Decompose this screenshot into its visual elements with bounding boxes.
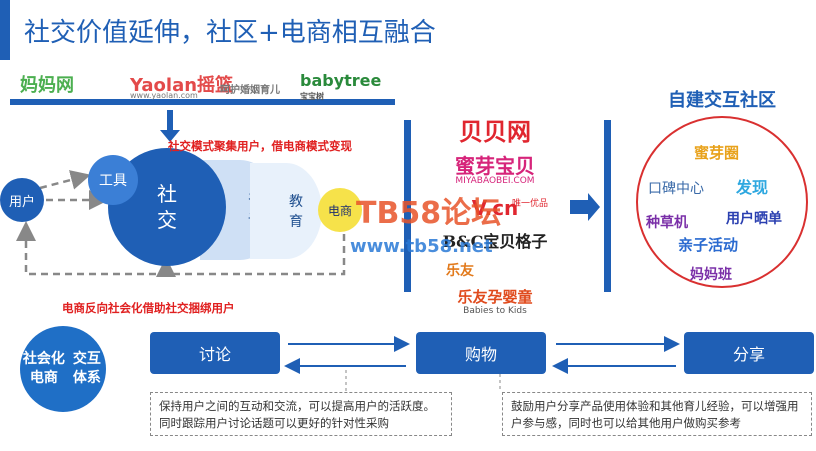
brand-vcn-sub: 唯一优品 <box>511 199 548 209</box>
title-accent-bar <box>0 0 10 60</box>
brand-leyou-sub: Babies to Kids <box>463 306 527 316</box>
social-ecom-system-circle: 社会化电商 交互体系 <box>20 326 106 412</box>
brand-bc: B&C宝贝格子 <box>442 232 548 251</box>
community-item-mom-class: 妈妈班 <box>690 267 732 283</box>
logo-yaolan-script: 呵护婚姻育儿 <box>220 85 280 96</box>
tool-node: 工具 <box>88 155 138 205</box>
divider-bar-left <box>404 120 411 292</box>
brand-leyou-name: 乐友孕婴童 <box>457 288 533 306</box>
community-item-grass: 种草机 <box>646 215 688 231</box>
community-item-miya-circle: 蜜芽圈 <box>694 144 740 162</box>
education-stage: 教 育 <box>250 163 322 259</box>
community-item-reputation: 口碑中心 <box>648 181 704 197</box>
brand-leyou-badge: 乐友 <box>446 263 474 279</box>
page-title: 社交价值延伸，社区+电商相互融合 <box>24 18 436 48</box>
own-community-title: 自建交互社区 <box>668 90 776 111</box>
community-item-discover: 发现 <box>736 178 769 197</box>
watermark-text: TB58论坛 <box>356 196 502 231</box>
community-item-user-share: 用户晒单 <box>726 211 782 227</box>
logo-babytree: babytree <box>300 71 382 90</box>
logo-yaolan: Yaolan摇篮 <box>130 75 234 96</box>
brand-miya: 蜜芽宝贝 <box>455 154 535 178</box>
user-node: 用户 <box>0 178 44 222</box>
note-ecom-social: 电商反向社会化借助社交捆绑用户 <box>62 301 235 315</box>
logo-mama: 妈妈网 <box>20 75 74 96</box>
brand-beibei: 贝贝网 <box>459 118 531 146</box>
logo-babytree-sub: 宝宝树 <box>300 92 324 101</box>
community-logos-bar: 妈妈网 Yaolan摇篮 呵护婚姻育儿 babytree 宝宝树 www.yao… <box>10 65 395 105</box>
community-item-parent-activity: 亲子活动 <box>678 236 739 254</box>
ecommerce-node: 电商 <box>318 188 362 232</box>
share-box: 分享 <box>684 332 814 374</box>
discuss-box: 讨论 <box>150 332 280 374</box>
discuss-description: 保持用户之间的互动和交流，可以提高用户的活跃度。同时跟踪用户讨论话题可以更好的针… <box>150 392 452 436</box>
share-description: 鼓励用户分享产品使用体验和其他育儿经验，可以增强用户参与感，同时也可以给其他用户… <box>502 392 812 436</box>
brand-miya-sub: MIYABAOBEI.COM <box>455 176 535 186</box>
shop-box: 购物 <box>416 332 546 374</box>
down-arrow-head <box>160 130 180 142</box>
panel-arrow-right <box>570 193 600 221</box>
brand-vcn: V.cn <box>471 196 519 220</box>
watermark-url: www.tb58.net <box>350 236 493 257</box>
own-community-circle: 蜜芽圈 口碑中心 发现 种草机 用户晒单 亲子活动 妈妈班 <box>636 116 808 288</box>
note-social-monetize: 社交模式聚集用户，借电商模式变现 <box>168 139 352 153</box>
logo-yaolan-sub: www.yaolan.com <box>130 91 198 100</box>
divider-bar-right <box>604 120 611 292</box>
